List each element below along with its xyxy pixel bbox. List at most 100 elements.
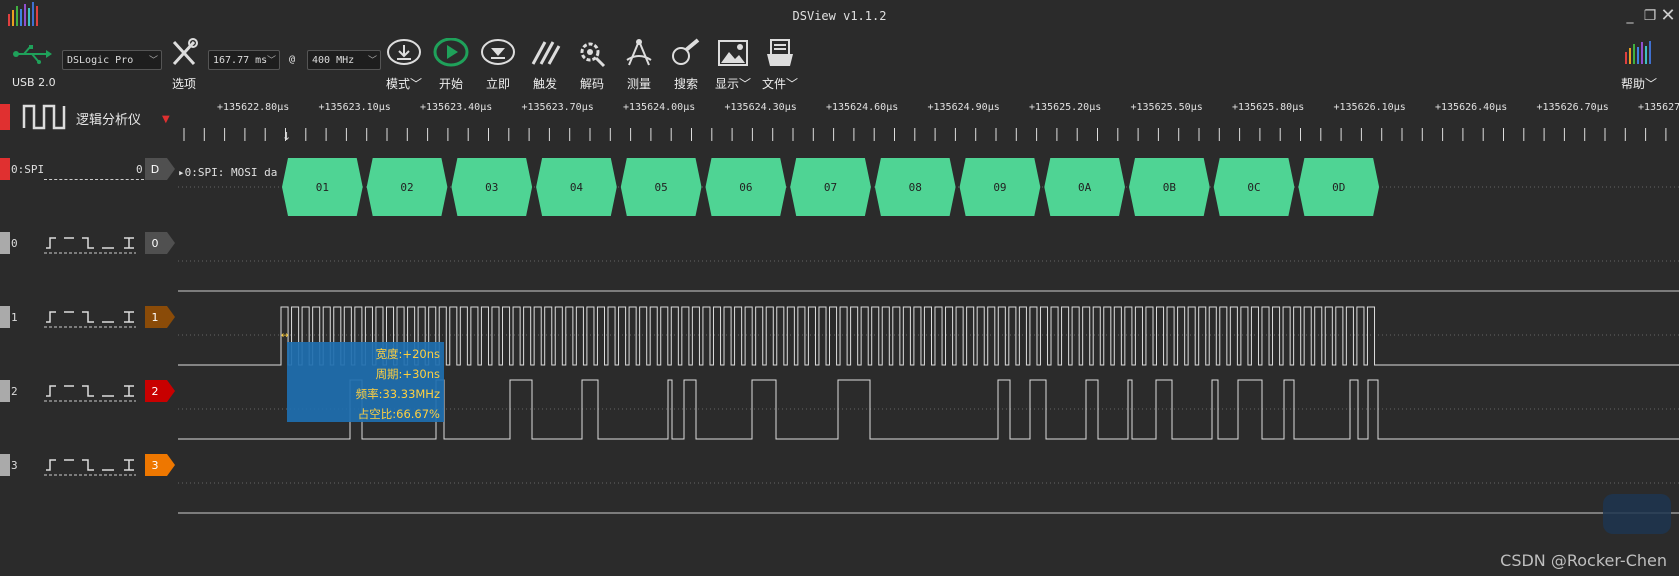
close-button[interactable]: ✕: [1660, 5, 1676, 26]
chevron-down-icon: ﹀: [786, 77, 799, 91]
measure-marker-icon: ↔: [281, 331, 289, 341]
ruler-tick-label: +135626.70μs: [1536, 102, 1609, 113]
samplerate-select[interactable]: 400 MHz ﹀: [307, 50, 381, 70]
channel-name: 0:SPI: [11, 163, 45, 176]
decoded-byte-label: 01: [316, 181, 329, 194]
decoded-byte-cell: [790, 158, 871, 216]
instant-capture-icon: [481, 39, 515, 65]
decoded-byte-cell: [705, 158, 787, 216]
decoded-byte-label: 02: [400, 181, 413, 194]
toolbar: USB 2.0: [0, 32, 1679, 94]
app-title: DSView v1.1.2: [792, 9, 887, 23]
panel-marker: [0, 104, 10, 130]
channel-color-marker[interactable]: [0, 380, 10, 402]
duration-select-value: 167.77 ms: [213, 55, 268, 66]
decoded-byte-cell: [874, 158, 956, 216]
ruler-tick-label: +135626.40μs: [1435, 102, 1508, 113]
channel-tag-label: D: [151, 163, 159, 176]
start-label: 开始: [438, 77, 463, 91]
search-icon: [672, 38, 700, 65]
help-button[interactable]: 帮助﹀: [1616, 38, 1662, 94]
panel-header: 逻辑分析仪 ▼: [0, 98, 178, 138]
channel-1-clock-wave: [178, 306, 1679, 366]
ruler-tick-label: +135626.10μs: [1333, 102, 1406, 113]
title-bar: DSView v1.1.2 _ ❐ ✕: [0, 0, 1679, 32]
decoded-byte-cell: [1298, 158, 1380, 216]
compass-icon: [626, 39, 652, 66]
options-button[interactable]: 选项: [161, 38, 207, 94]
channel-2-data-wave: [178, 379, 1679, 440]
time-ruler[interactable]: +135622.80μs+135623.10μs+135623.40μs+135…: [178, 98, 1679, 144]
channel-color-marker[interactable]: [0, 232, 10, 254]
channel-tag[interactable]: 2: [145, 380, 175, 402]
download-circle-icon: [387, 39, 421, 65]
channel-color-marker[interactable]: [0, 454, 10, 476]
decoded-byte-cell: [1129, 158, 1210, 216]
channel-tag[interactable]: 0: [145, 232, 175, 254]
channel-tag[interactable]: 1: [145, 306, 175, 328]
image-icon: [718, 40, 748, 66]
file-button[interactable]: 文件﹀: [757, 38, 803, 94]
instant-label: 立即: [485, 77, 510, 91]
restore-button[interactable]: ❐: [1643, 8, 1657, 24]
usb-icon: [13, 45, 52, 64]
channel-name: 0: [11, 237, 18, 250]
chevron-down-icon: ﹀: [410, 77, 423, 91]
search-button[interactable]: 搜索: [663, 38, 709, 94]
decoded-byte-label: 09: [993, 181, 1006, 194]
instant-button[interactable]: 立即: [475, 38, 521, 94]
ruler-tick-label: +135625.50μs: [1130, 102, 1203, 113]
panel-dropdown-icon[interactable]: ▼: [162, 114, 170, 125]
minimize-button[interactable]: _: [1626, 8, 1634, 24]
channel-underline: [44, 179, 144, 180]
device-select[interactable]: DSLogic Pro﹀: [62, 50, 162, 70]
mode-label: 模式: [385, 77, 410, 91]
channel-tag-label: 1: [152, 311, 159, 324]
channel-tag[interactable]: 3: [145, 454, 175, 476]
decoded-byte-cell: [959, 158, 1041, 216]
trigger-button[interactable]: 触发: [522, 38, 568, 94]
decoded-byte-cell: [1044, 158, 1125, 216]
decoder-label: ▸0:SPI: MOSI da: [178, 166, 277, 179]
device-select-value: DSLogic Pro: [67, 55, 134, 66]
cursor-marker-icon[interactable]: ↓: [282, 130, 291, 143]
duration-select[interactable]: 167.77 ms﹀: [208, 50, 280, 70]
trigger-edge-icons[interactable]: [44, 306, 140, 328]
chevron-down-icon: ﹀: [367, 56, 377, 66]
channel-tag[interactable]: D: [145, 158, 175, 180]
trigger-edge-icons[interactable]: [44, 380, 140, 402]
trigger-edge-icons[interactable]: [44, 454, 140, 476]
trigger-label: 触发: [532, 77, 557, 91]
samplerate-select-value: 400 MHz: [312, 55, 355, 66]
trigger-icon: [531, 41, 561, 65]
start-button[interactable]: 开始: [428, 37, 474, 94]
watermark: CSDN @Rocker-Chen: [1500, 551, 1667, 570]
channel-tag-label: 3: [152, 459, 159, 472]
at-label: @: [289, 54, 296, 65]
tooltip-frequency: 频率:33.33MHz: [355, 387, 440, 401]
search-label: 搜索: [673, 77, 698, 91]
decoded-byte-label: 0A: [1078, 181, 1092, 194]
decode-button[interactable]: 解码: [569, 38, 615, 94]
ruler-tick-label: +135624.60μs: [826, 102, 899, 113]
display-label: 显示: [714, 77, 739, 91]
app-logo-icon: [8, 2, 38, 26]
decoded-byte-cell: [282, 158, 363, 216]
mode-button[interactable]: 模式﹀: [381, 38, 427, 94]
channel-color-marker[interactable]: [0, 306, 10, 328]
display-button[interactable]: 显示﹀: [710, 38, 756, 94]
channel-color-marker[interactable]: [0, 158, 10, 180]
measure-button[interactable]: 测量: [616, 38, 662, 94]
ruler-tick-label: +135625.80μs: [1232, 102, 1305, 113]
ruler-tick-label: +135622.80μs: [217, 102, 290, 113]
decoded-byte-label: 04: [570, 181, 584, 194]
logic-wave-icon: [22, 104, 66, 130]
trigger-edge-icons[interactable]: [44, 232, 140, 254]
ruler-tick-label: +135623.40μs: [420, 102, 493, 113]
